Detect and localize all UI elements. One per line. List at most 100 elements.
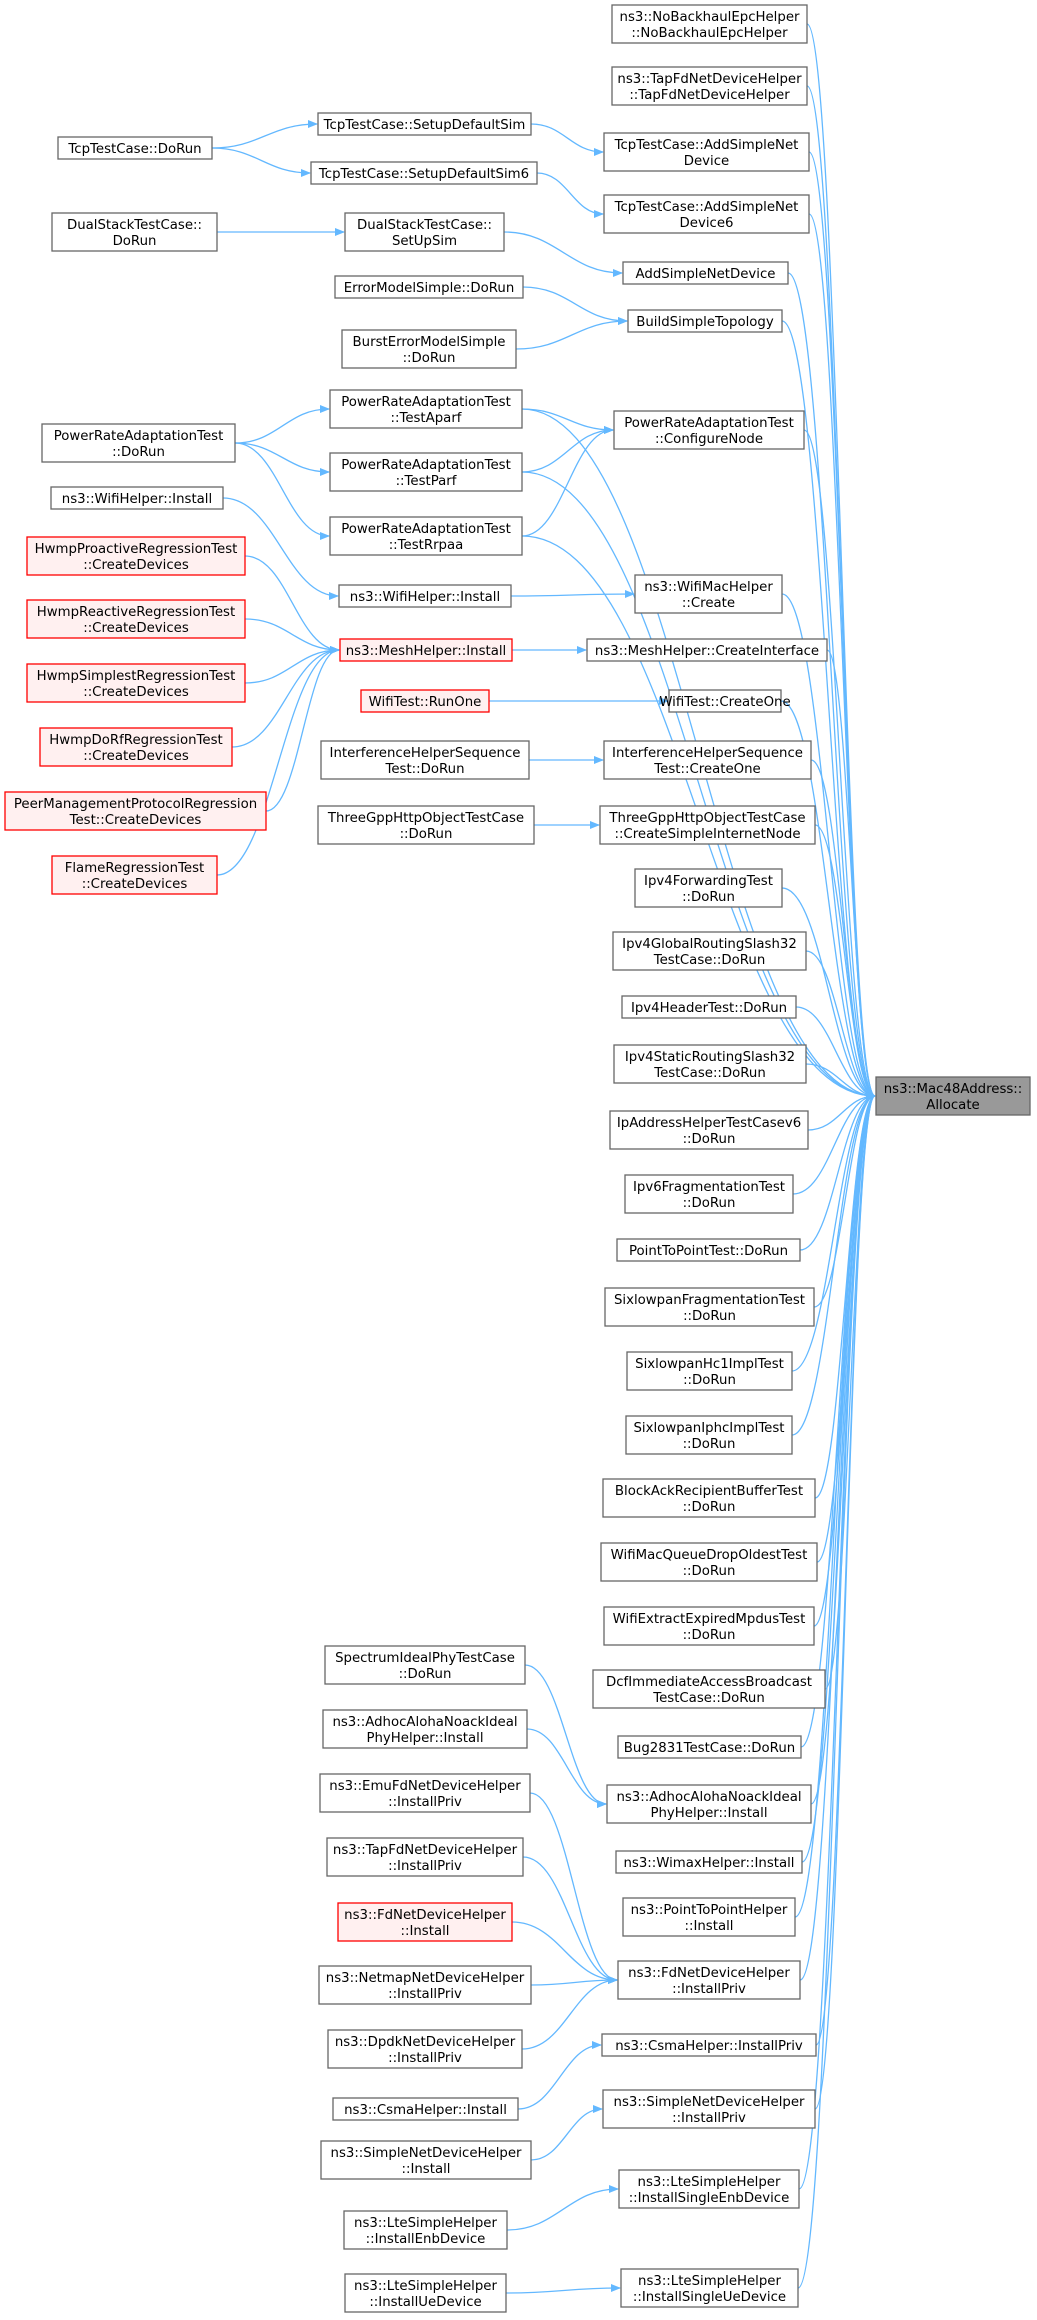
node-interferencehelpersequencetest-createone[interactable]: InterferenceHelperSequenceTest::CreateOn… bbox=[603, 740, 812, 780]
node-label-line: PowerRateAdaptationTest bbox=[624, 416, 794, 431]
node-box bbox=[592, 1669, 826, 1709]
node-powerrateadaptationtest-testaparf[interactable]: PowerRateAdaptationTest::TestAparf bbox=[329, 389, 523, 429]
node-powerrateadaptationtest-testrrpaa[interactable]: PowerRateAdaptationTest::TestRrpaa bbox=[329, 516, 523, 556]
node-box bbox=[341, 329, 517, 369]
node-label-line: ::TapFdNetDeviceHelper bbox=[629, 88, 790, 103]
node-ipv6fragmentationtest-dorun[interactable]: Ipv6FragmentationTest::DoRun bbox=[624, 1174, 794, 1214]
node-ns3-fdnetdevicehelper-install[interactable]: ns3::FdNetDeviceHelper::Install bbox=[337, 1902, 513, 1942]
node-tcptestcase-addsimplenetdevice[interactable]: TcpTestCase::AddSimpleNetDevice bbox=[603, 132, 810, 172]
node-ns3-csmahelper-installpriv[interactable]: ns3::CsmaHelper::InstallPriv bbox=[601, 2033, 817, 2057]
edge-emu_ip-to-fdndh_ip bbox=[529, 1792, 618, 1984]
node-errormodelsimple-dorun[interactable]: ErrorModelSimple::DoRun bbox=[334, 275, 524, 299]
node-ns3-wifihelper-install[interactable]: ns3::WifiHelper::Install bbox=[338, 584, 512, 608]
node-ns3-emufdnetdevicehelper-installpriv[interactable]: ns3::EmuFdNetDeviceHelper::InstallPriv bbox=[319, 1773, 531, 1813]
node-box bbox=[329, 516, 523, 556]
node-label-line: ns3::AdhocAlohaNoackIdeal bbox=[616, 1790, 801, 1805]
node-box bbox=[601, 2033, 817, 2057]
node-addsimplenetdevice[interactable]: AddSimpleNetDevice bbox=[622, 261, 789, 285]
node-ns3-csmahelper-install[interactable]: ns3::CsmaHelper::Install bbox=[332, 2097, 519, 2121]
edge-wt_co-to-target bbox=[780, 700, 876, 1100]
node-ipv4forwardingtest-dorun[interactable]: Ipv4ForwardingTest::DoRun bbox=[634, 868, 783, 908]
node-label-line: ns3::TapFdNetDeviceHelper bbox=[333, 1843, 518, 1858]
node-ns3-fdnetdevicehelper-installpriv[interactable]: ns3::FdNetDeviceHelper::InstallPriv bbox=[617, 1960, 801, 2000]
node-ns3-wifimachelper-create[interactable]: ns3::WifiMacHelper::Create bbox=[634, 574, 783, 614]
node-sixlowpanhc1impltest-dorun[interactable]: SixlowpanHc1ImplTest::DoRun bbox=[626, 1351, 793, 1391]
node-dualstacktestcase-dorun[interactable]: DualStackTestCase::DoRun bbox=[51, 212, 218, 252]
node-dualstacktestcase-setupsim[interactable]: DualStackTestCase::SetUpSim bbox=[344, 212, 505, 252]
node-ns3-dpdknetdevicehelper-installpriv[interactable]: ns3::DpdkNetDeviceHelper::InstallPriv bbox=[327, 2029, 523, 2069]
node-wifitest-createone[interactable]: WifiTest::CreateOne bbox=[659, 689, 791, 713]
node-label-line: AddSimpleNetDevice bbox=[636, 267, 776, 282]
node-ns3-wifihelper-install[interactable]: ns3::WifiHelper::Install bbox=[50, 486, 224, 510]
node-ipv4headertest-dorun[interactable]: Ipv4HeaderTest::DoRun bbox=[621, 995, 797, 1019]
node-dcfimmediateaccessbroadcasttestcase-dorun[interactable]: DcfImmediateAccessBroadcastTestCase::DoR… bbox=[592, 1669, 826, 1709]
edge-asnd-to-target bbox=[787, 272, 876, 1100]
node-ns3-pointtopointhelper-install[interactable]: ns3::PointToPointHelper::Install bbox=[622, 1897, 796, 1937]
node-ipaddresshelpertestcasev6-dorun[interactable]: IpAddressHelperTestCasev6::DoRun bbox=[609, 1110, 809, 1150]
node-wifitest-runone[interactable]: WifiTest::RunOne bbox=[360, 689, 490, 713]
node-tcptestcase-setupdefaultsim6[interactable]: TcpTestCase::SetupDefaultSim6 bbox=[310, 161, 538, 185]
node-powerrateadaptationtest-configurenode[interactable]: PowerRateAdaptationTest::ConfigureNode bbox=[613, 410, 805, 450]
node-ns3-tapfdnetdevicehelper-installpriv[interactable]: ns3::TapFdNetDeviceHelper::InstallPriv bbox=[326, 1837, 524, 1877]
node-sixlowpaniphcimpltest-dorun[interactable]: SixlowpanIphcImplTest::DoRun bbox=[625, 1415, 793, 1455]
node-ns3-ltesimplehelper-installsingleenbdevice[interactable]: ns3::LteSimpleHelper::InstallSingleEnbDe… bbox=[618, 2169, 800, 2209]
node-ns3-simplenetdevicehelper-install[interactable]: ns3::SimpleNetDeviceHelper::Install bbox=[320, 2140, 532, 2180]
node-peermanagementprotocolregressiontest-createdevices[interactable]: PeerManagementProtocolRegressionTest::Cr… bbox=[4, 791, 267, 831]
target-node[interactable]: ns3::Mac48Address::Allocate bbox=[875, 1076, 1031, 1116]
edge-prat_dr-to-prat_ta bbox=[234, 405, 330, 444]
node-threegpphttpobjecttestcase-createsimpleinternetnode[interactable]: ThreeGppHttpObjectTestCase::CreateSimple… bbox=[599, 805, 816, 845]
node-label-line: ::InstallUeDevice bbox=[369, 2295, 481, 2310]
node-ns3-tapfdnetdevicehelper-tapfdnetdevicehelper[interactable]: ns3::TapFdNetDeviceHelper::TapFdNetDevic… bbox=[611, 66, 808, 106]
edge-fdndh_ip-to-target bbox=[799, 1092, 876, 1981]
edge-ipv4gr-to-target bbox=[805, 950, 876, 1100]
node-ns3-nobackhaulepchelper-nobackhaulepchelper[interactable]: ns3::NoBackhaulEpcHelper::NoBackhaulEpcH… bbox=[611, 4, 808, 44]
node-box bbox=[329, 452, 523, 492]
node-wifiextractexpiredmpdustest-dorun[interactable]: WifiExtractExpiredMpdusTest::DoRun bbox=[603, 1606, 815, 1646]
node-hwmpsimplestregressiontest-createdevices[interactable]: HwmpSimplestRegressionTest::CreateDevice… bbox=[26, 663, 246, 703]
node-pointtopointtest-dorun[interactable]: PointToPointTest::DoRun bbox=[616, 1238, 801, 1262]
node-ns3-wimaxhelper-install[interactable]: ns3::WimaxHelper::Install bbox=[615, 1850, 803, 1874]
node-powerrateadaptationtest-dorun[interactable]: PowerRateAdaptationTest::DoRun bbox=[41, 423, 236, 463]
node-ns3-ltesimplehelper-installsingleuedevice[interactable]: ns3::LteSimpleHelper::InstallSingleUeDev… bbox=[620, 2268, 799, 2308]
node-ns3-ltesimplehelper-installenbdevice[interactable]: ns3::LteSimpleHelper::InstallEnbDevice bbox=[343, 2210, 508, 2250]
node-tcptestcase-dorun[interactable]: TcpTestCase::DoRun bbox=[57, 136, 213, 160]
node-flameregressiontest-createdevices[interactable]: FlameRegressionTest::CreateDevices bbox=[51, 855, 218, 895]
node-wifimacqueuedropoldesttest-dorun[interactable]: WifiMacQueueDropOldestTest::DoRun bbox=[600, 1542, 818, 1582]
node-ns3-adhocalohanoackidealphyhelper-install[interactable]: ns3::AdhocAlohaNoackIdealPhyHelper::Inst… bbox=[606, 1784, 812, 1824]
node-ns3-ltesimplehelper-installuedevice[interactable]: ns3::LteSimpleHelper::InstallUeDevice bbox=[344, 2273, 507, 2313]
node-label-line: Test::CreateDevices bbox=[69, 813, 202, 828]
node-box bbox=[26, 663, 246, 703]
node-hwmpproactiveregressiontest-createdevices[interactable]: HwmpProactiveRegressionTest::CreateDevic… bbox=[26, 536, 246, 576]
node-label-line: InterferenceHelperSequence bbox=[612, 746, 803, 761]
node-threegpphttpobjecttestcase-dorun[interactable]: ThreeGppHttpObjectTestCase::DoRun bbox=[317, 805, 535, 845]
node-box bbox=[337, 1902, 513, 1942]
edge-slhc1-to-target bbox=[791, 1092, 876, 1372]
node-label-line: ns3::TapFdNetDeviceHelper bbox=[617, 72, 802, 87]
edge-sliphc-to-target bbox=[791, 1092, 876, 1436]
node-box bbox=[317, 805, 535, 845]
node-bursterrormodelsimple-dorun[interactable]: BurstErrorModelSimple::DoRun bbox=[341, 329, 517, 369]
node-blockackrecipientbuffertest-dorun[interactable]: BlockAckRecipientBufferTest::DoRun bbox=[602, 1478, 816, 1518]
node-label-line: WifiExtractExpiredMpdusTest bbox=[613, 1612, 806, 1627]
node-sixlowpanfragmentationtest-dorun[interactable]: SixlowpanFragmentationTest::DoRun bbox=[604, 1287, 815, 1327]
node-ns3-netmapnetdevicehelper-installpriv[interactable]: ns3::NetmapNetDeviceHelper::InstallPriv bbox=[318, 1965, 532, 2005]
node-ns3-adhocalohanoackidealphyhelper-install[interactable]: ns3::AdhocAlohaNoackIdealPhyHelper::Inst… bbox=[322, 1709, 528, 1749]
node-spectrumidealphytestcase-dorun[interactable]: SpectrumIdealPhyTestCase::DoRun bbox=[324, 1645, 526, 1685]
node-buildsimpletopology[interactable]: BuildSimpleTopology bbox=[627, 309, 783, 333]
node-tcptestcase-setupdefaultsim[interactable]: TcpTestCase::SetupDefaultSim bbox=[317, 112, 532, 136]
node-hwmpdorfregressiontest-createdevices[interactable]: HwmpDoRfRegressionTest::CreateDevices bbox=[39, 727, 233, 767]
node-ns3-simplenetdevicehelper-installpriv[interactable]: ns3::SimpleNetDeviceHelper::InstallPriv bbox=[602, 2089, 816, 2129]
node-bug2831testcase-dorun[interactable]: Bug2831TestCase::DoRun bbox=[617, 1735, 802, 1759]
node-powerrateadaptationtest-testparf[interactable]: PowerRateAdaptationTest::TestParf bbox=[329, 452, 523, 492]
node-box bbox=[622, 261, 789, 285]
node-hwmpreactiveregressiontest-createdevices[interactable]: HwmpReactiveRegressionTest::CreateDevice… bbox=[26, 599, 246, 639]
node-ns3-meshhelper-createinterface[interactable]: ns3::MeshHelper::CreateInterface bbox=[586, 638, 828, 662]
node-box bbox=[621, 995, 797, 1019]
edge-prat_cn-to-target bbox=[803, 429, 876, 1100]
node-ns3-meshhelper-install[interactable]: ns3::MeshHelper::Install bbox=[339, 638, 513, 662]
node-label-line: PhyHelper::Install bbox=[366, 1731, 483, 1746]
